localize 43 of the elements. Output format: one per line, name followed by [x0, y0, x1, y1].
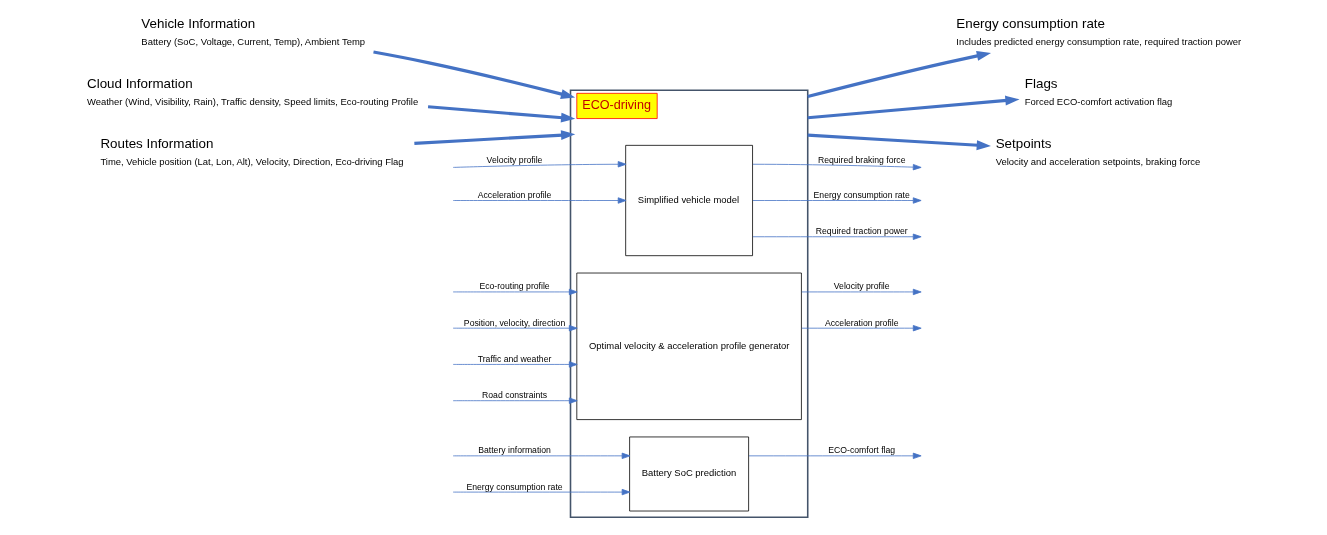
arrow: [807, 133, 991, 151]
arrow: [452, 361, 578, 368]
arrow: [452, 325, 578, 332]
arrow: [452, 161, 627, 168]
arrow: [452, 397, 578, 404]
arrow: [452, 488, 631, 496]
edge-label: Required braking force: [817, 154, 906, 165]
node-text: Vehicle Information Battery (SoC, Voltage, Current, Temp), Ambient Temp: [141, 16, 366, 47]
edge-label: Energy consumption rate: [466, 481, 563, 492]
arrow: [373, 50, 576, 99]
arrow: [452, 288, 578, 296]
edge-label: Battery information: [478, 445, 551, 456]
node-text: Cloud Information Weather (Wind, Visibility, Rain), Traffic density, Speed limits, Eco-routing Profile: [87, 76, 419, 107]
node-text: Routes Information Time, Vehicle position (Lat, Lon, Alt), Velocity, Direction, Eco-driving Flag: [100, 136, 404, 167]
node-text: Energy consumption rate Includes predicted energy consumption rate, required traction power: [956, 16, 1242, 47]
arrow: [427, 105, 576, 123]
arrow: [752, 163, 922, 171]
edge-label: Traffic and weather: [477, 353, 552, 364]
node-text: Flags Forced ECO-comfort activation flag: [1024, 76, 1173, 107]
node-box: Simplified vehicle model: [625, 144, 753, 257]
arrow: [807, 95, 1020, 120]
edge-label: Energy consumption rate: [813, 189, 910, 200]
arrow: [807, 51, 992, 99]
arrow: [801, 325, 922, 332]
arrow: [801, 288, 922, 296]
arrow: [452, 452, 631, 459]
node-box: Battery SoC prediction: [629, 436, 749, 512]
arrow: [752, 197, 922, 204]
arrow: [752, 233, 922, 240]
edge-label: Eco-routing profile: [479, 281, 550, 292]
edge-label: Road constraints: [482, 390, 548, 401]
edge-label: Velocity profile: [486, 154, 543, 165]
arrow: [748, 452, 922, 459]
edge-label: Required traction power: [815, 226, 908, 237]
edge-label: Acceleration profile: [824, 317, 899, 328]
edge-label: Position, velocity, direction: [463, 317, 566, 328]
arrow: [414, 130, 576, 145]
arrow: [452, 197, 627, 204]
edge-label: Acceleration profile: [477, 189, 552, 200]
node-box: Optimal velocity & acceleration profile generator: [576, 272, 802, 420]
edge-label: ECO-comfort flag: [828, 445, 896, 456]
edge-label: Velocity profile: [833, 281, 890, 292]
node-text: Setpoints Velocity and acceleration setpoints, braking force: [995, 136, 1201, 167]
